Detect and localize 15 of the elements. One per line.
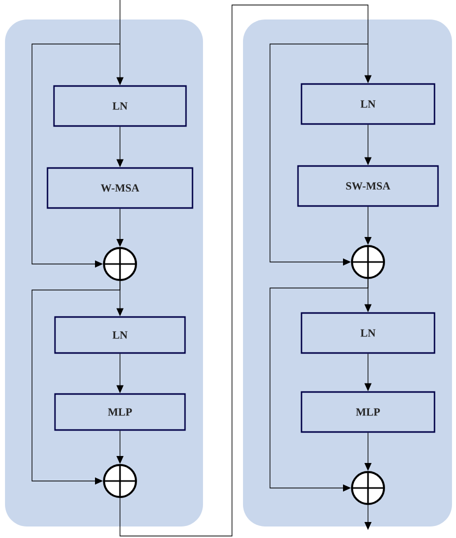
- process-box: LN: [300, 312, 436, 354]
- sum-circle: [103, 464, 137, 498]
- block-panel: [243, 20, 452, 526]
- sum-circle: [103, 247, 137, 281]
- process-box: MLP: [54, 393, 186, 431]
- sum-circle: [351, 471, 385, 505]
- process-box: MLP: [300, 391, 436, 433]
- process-box: LN: [300, 83, 436, 125]
- process-box: W-MSA: [46, 167, 194, 209]
- block-panel: [5, 20, 203, 526]
- arrow: [120, 4, 372, 536]
- process-box: SW-MSA: [297, 165, 439, 207]
- sum-circle: [351, 245, 385, 279]
- process-box: LN: [53, 85, 187, 127]
- process-box: LN: [54, 316, 186, 354]
